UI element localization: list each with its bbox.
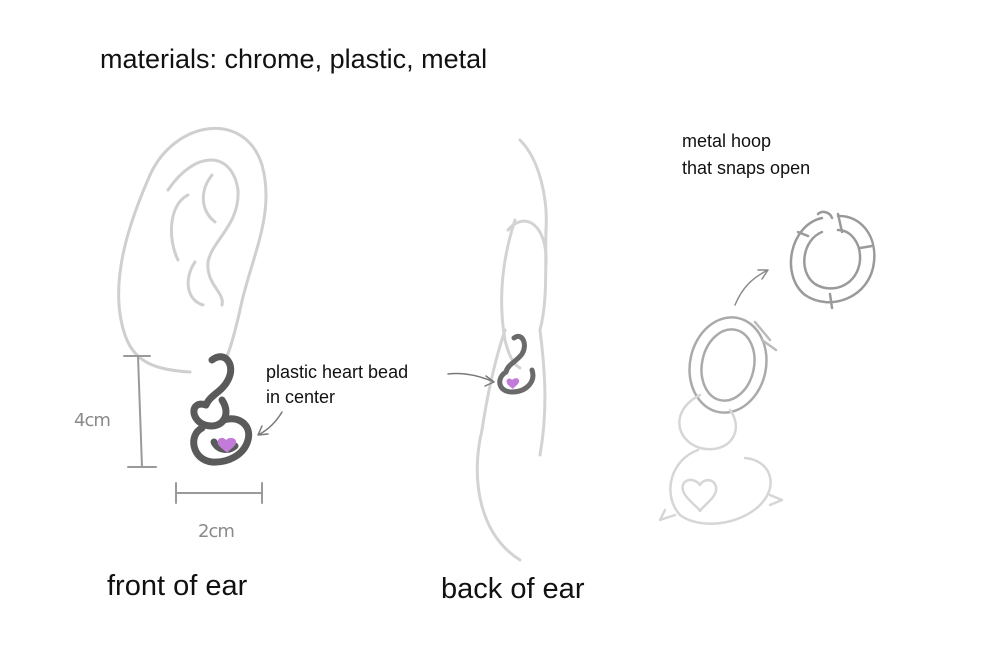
hoop-arrow (734, 269, 769, 306)
back-bead-arrow (447, 372, 495, 387)
front-ear-sketch (117, 127, 268, 374)
back-earring (497, 334, 536, 395)
bead-arrow (257, 411, 283, 436)
front-of-ear-caption: front of ear (107, 570, 248, 602)
back-ear-sketch (475, 138, 548, 562)
hoop-annotation: metal hoop that snaps open (682, 128, 810, 182)
exploded-earring-sketch (688, 316, 778, 414)
bead-annotation-line1: plastic heart bead (266, 362, 409, 382)
hoop-annotation-line1: metal hoop (682, 131, 772, 151)
dimension-lines (123, 355, 263, 504)
hoop-annotation-line2: that snaps open (682, 158, 811, 178)
bead-annotation: plastic heart bead in center (266, 360, 408, 410)
exploded-pendant-sketch (658, 393, 784, 525)
back-of-ear-caption: back of ear (441, 573, 585, 605)
materials-title: materials: chrome, plastic, metal (100, 44, 488, 74)
front-heart-bead (217, 437, 237, 453)
bead-annotation-line2: in center (266, 387, 336, 407)
back-heart-bead (506, 378, 520, 389)
snap-hoop-sketch (789, 210, 876, 310)
height-dimension-label: 4cm (74, 410, 111, 431)
front-earring (190, 353, 253, 466)
width-dimension-label: 2cm (198, 521, 235, 542)
